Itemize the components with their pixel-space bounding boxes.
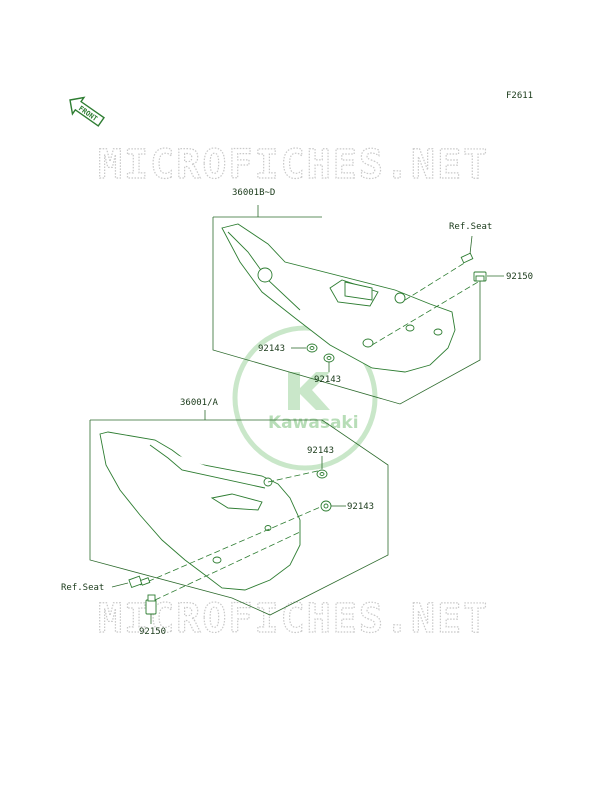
lower-ref-seat-bolt-icon — [111, 575, 151, 589]
lower-bolt-label: 92150 — [139, 627, 166, 637]
lower-cover-label: 36001/A — [180, 398, 219, 408]
upper-cover-vent-inner — [344, 281, 373, 301]
lower-ref-seat-label: Ref.Seat — [61, 583, 104, 593]
lower-axis-1 — [139, 504, 326, 586]
upper-cover-mount — [394, 292, 406, 304]
upper-bolt-label: 92150 — [506, 272, 533, 282]
lower-bolt-92150-icon — [145, 594, 157, 624]
lower-right-washer-icon — [320, 500, 346, 512]
upper-cover-hole-1 — [405, 324, 415, 332]
upper-axis-1 — [371, 281, 479, 346]
upper-left-washer-label: 92143 — [258, 344, 285, 354]
upper-right-washer-icon — [323, 353, 335, 372]
upper-left-washer-icon — [291, 343, 318, 353]
upper-ref-seat-label: Ref.Seat — [449, 222, 492, 232]
lower-axis-3 — [267, 469, 323, 483]
upper-right-washer-label: 92143 — [314, 375, 341, 385]
lower-cover-edge — [149, 444, 266, 489]
upper-cover-label: 36001B~D — [232, 188, 275, 198]
front-arrow-icon: FRONT — [69, 96, 105, 127]
lower-right-washer-label: 92143 — [347, 502, 374, 512]
lower-top-washer-label: 92143 — [307, 446, 334, 456]
lower-frame — [89, 419, 389, 616]
figure-code: F2611 — [506, 91, 533, 101]
lower-side-cover — [99, 431, 301, 591]
kawasaki-logo: Kawasaki — [232, 325, 378, 471]
upper-cover-hole-3 — [362, 338, 374, 348]
upper-cover-boss — [257, 267, 273, 283]
lower-cover-hole-2 — [212, 556, 222, 564]
upper-cover-hole-2 — [433, 328, 443, 336]
upper-frame — [212, 217, 481, 405]
upper-ref-seat-bolt-icon — [460, 235, 474, 264]
upper-bolt-92150-icon — [473, 271, 504, 282]
upper-axis-2 — [404, 261, 467, 301]
lower-cover-vent — [210, 493, 263, 511]
kawasaki-logo-text: Kawasaki — [268, 413, 359, 433]
lower-top-washer-icon — [316, 456, 328, 479]
watermark-top: MICROFICHES.NET — [98, 142, 489, 188]
